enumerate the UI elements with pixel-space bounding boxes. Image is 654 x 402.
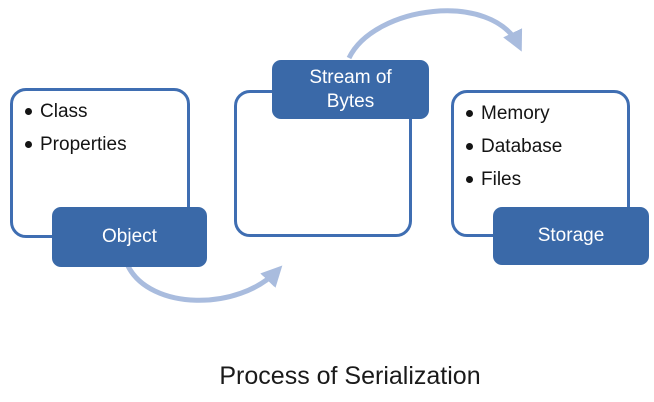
list-item: Properties — [13, 128, 187, 161]
storage-label: Storage — [537, 225, 605, 246]
stream-label: Stream of Bytes — [309, 66, 392, 112]
object-detail-list: Class Properties — [13, 95, 187, 161]
stream-label-box: Stream of Bytes — [272, 60, 429, 119]
curved-arrow-object-to-stream-icon — [125, 264, 283, 303]
list-item: Files — [454, 163, 627, 196]
list-item: Class — [13, 95, 187, 128]
list-item: Database — [454, 130, 627, 163]
curved-arrow-stream-to-storage-icon — [346, 8, 523, 60]
storage-detail-list: Memory Database Files — [454, 97, 627, 196]
object-label-box: Object — [52, 207, 207, 267]
object-label: Object — [102, 226, 157, 247]
diagram-title: Process of Serialization — [219, 362, 481, 390]
list-item: Memory — [454, 97, 627, 130]
storage-label-box: Storage — [493, 207, 649, 265]
